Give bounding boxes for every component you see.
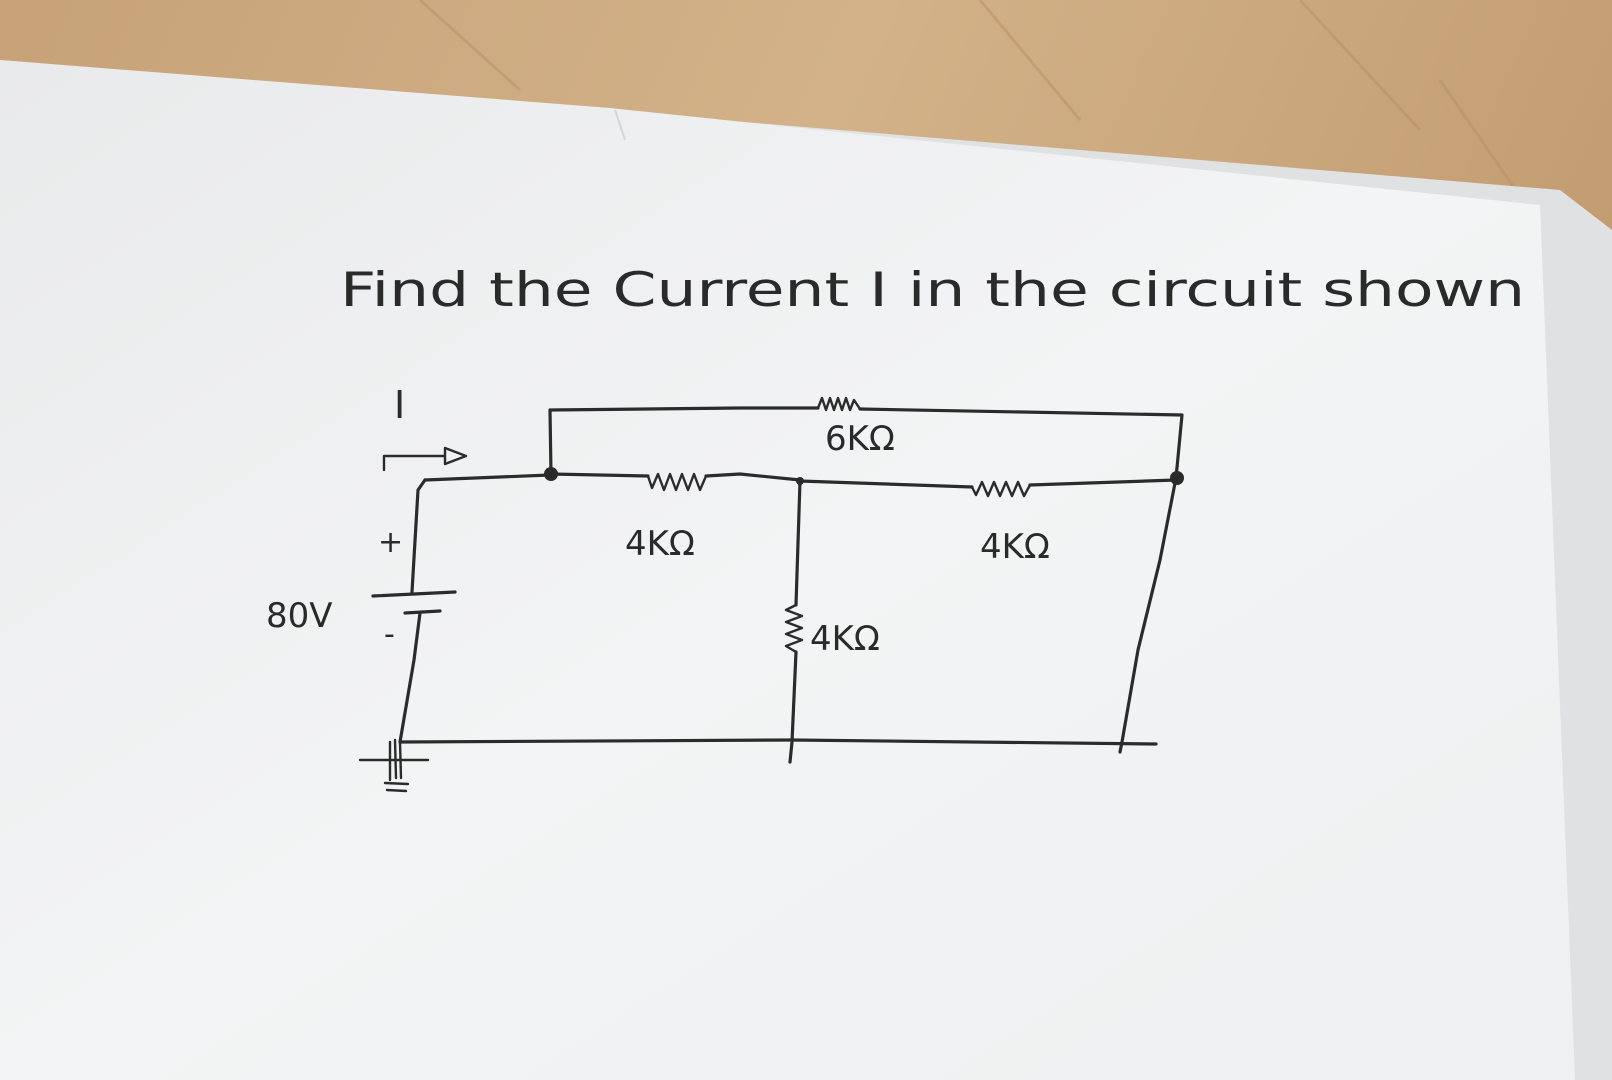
battery-long-plate [371,590,457,598]
source-voltage-label: 80V [266,596,333,636]
resistor-left-4k [646,472,708,492]
battery-short-plate [403,609,442,615]
wire-mid-center [704,472,802,482]
resistor-right-4k [970,480,1032,498]
paper-fold-crease [614,109,626,141]
resistor-right-label: 4KΩ [980,527,1050,567]
question-text: Find the Current I in the circuit shown [340,263,1525,318]
ground-icon [358,738,430,793]
wire-right-side [1118,476,1178,754]
current-arrow [382,446,468,472]
wire-mid-right [798,479,974,489]
wire-bridge [548,406,1184,480]
wire-mid-right-end [1028,478,1178,487]
wire-source-top [410,478,427,594]
resistor-left-label: 4KΩ [625,524,695,564]
wire-bottom [398,738,1158,746]
resistor-shunt-label: 4KΩ [810,619,880,659]
wire-mid-left [549,472,650,478]
paper-sheet [0,60,1575,1080]
wire-source-bottom [398,611,422,744]
current-label: I [394,383,405,427]
plus-sign: + [378,525,403,560]
resistor-top-label: 6KΩ [825,419,895,459]
circuit-diagram: I + - 80V 6KΩ 4KΩ [266,383,1184,793]
wire-shunt-top [794,479,802,607]
minus-sign: - [384,617,395,652]
wire-shunt-bottom [788,650,798,764]
resistor-top-6k [816,396,862,412]
wire-top-left [423,473,552,482]
resistor-shunt-4k [784,603,804,654]
